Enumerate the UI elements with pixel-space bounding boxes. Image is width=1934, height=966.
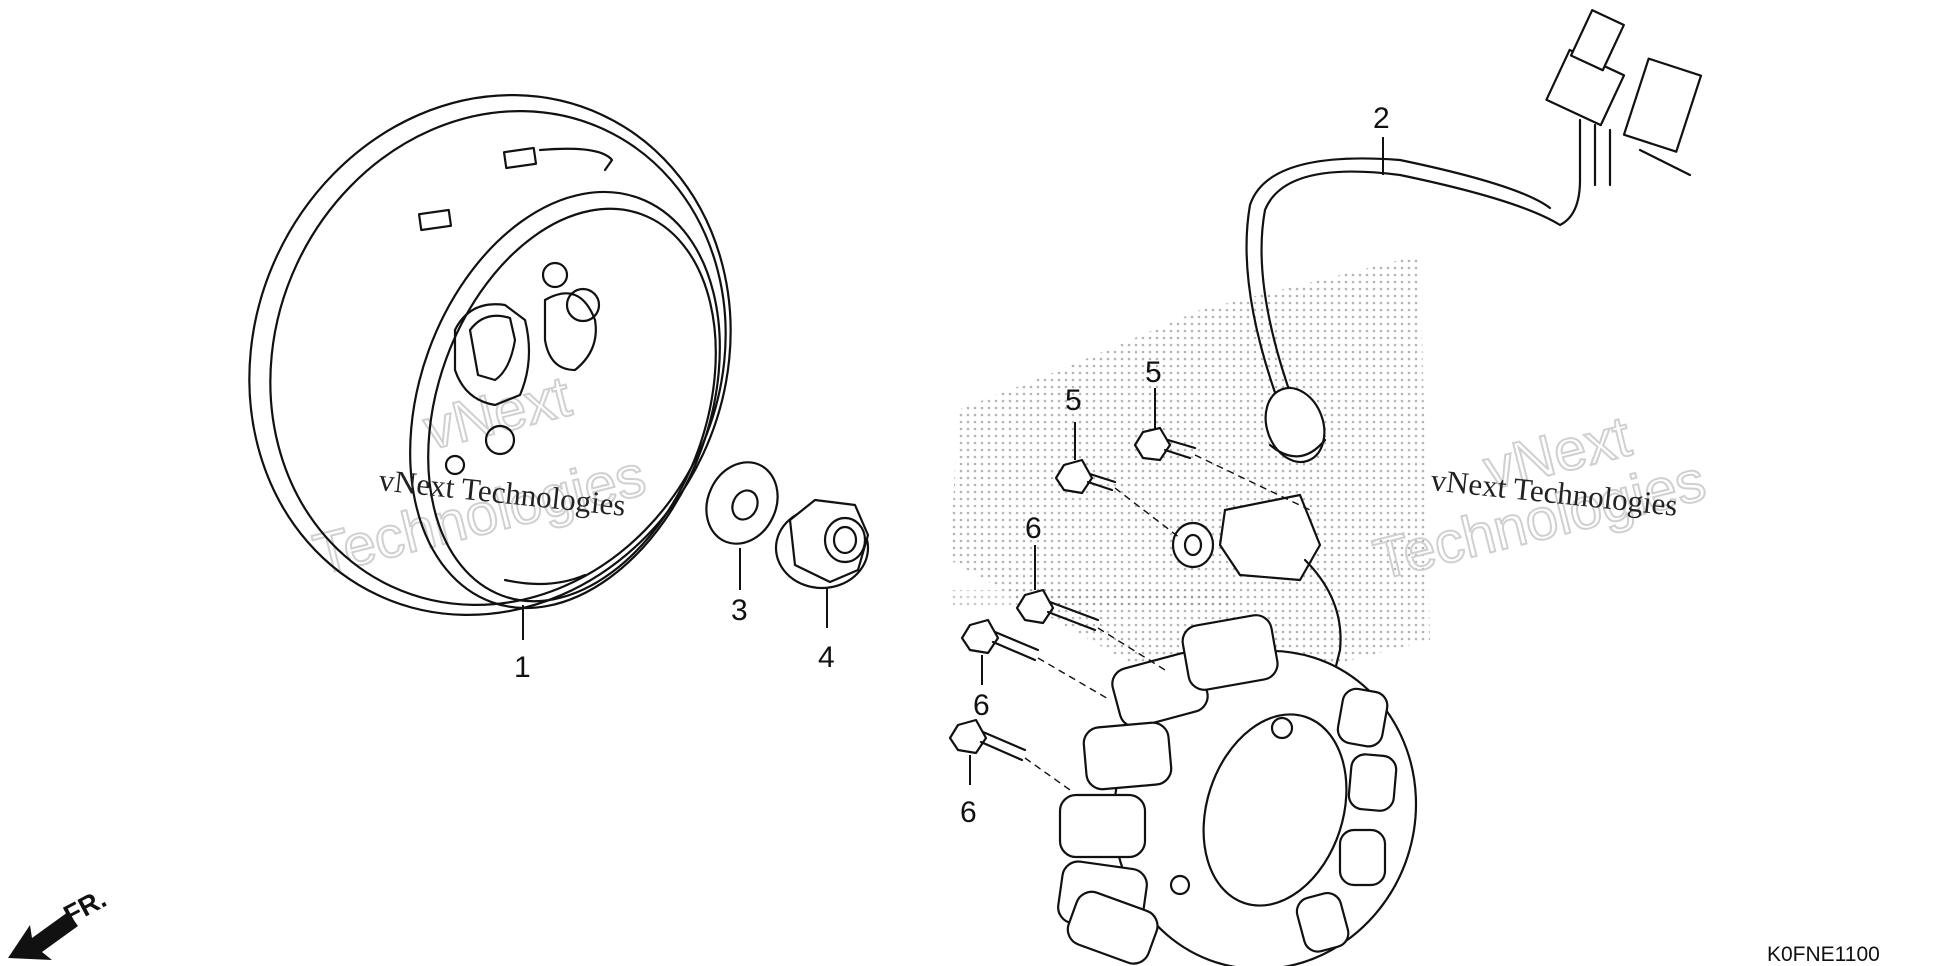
washer xyxy=(705,461,779,545)
diagram-code: K0FNE1100 xyxy=(1767,943,1880,966)
bolt-5-upper xyxy=(1133,426,1311,511)
callout-4: 4 xyxy=(818,588,835,674)
svg-text:6: 6 xyxy=(1025,512,1042,545)
svg-text:1: 1 xyxy=(514,651,531,684)
bolt-5-lower xyxy=(1054,458,1181,539)
svg-text:5: 5 xyxy=(1065,384,1082,417)
callout-5-upper: 5 xyxy=(1145,356,1162,430)
bolt-6-c xyxy=(948,718,1071,791)
svg-text:6: 6 xyxy=(960,796,977,829)
flywheel-rotor xyxy=(248,94,732,616)
front-direction-arrow-icon xyxy=(8,912,78,960)
stator-assembly xyxy=(1057,9,1703,966)
bolt-6-b xyxy=(960,618,1111,701)
svg-text:6: 6 xyxy=(973,689,990,722)
bolt-6-a xyxy=(1015,588,1166,671)
callout-6-b: 6 xyxy=(973,655,990,722)
stator-coils xyxy=(1057,614,1398,965)
callout-6-c: 6 xyxy=(960,755,977,829)
callout-3: 3 xyxy=(731,548,748,627)
callout-2: 2 xyxy=(1373,102,1390,175)
halftone-shading xyxy=(950,255,1430,700)
callout-1: 1 xyxy=(514,605,531,684)
front-direction-indicator: FR. xyxy=(8,883,111,960)
callout-5-lower: 5 xyxy=(1065,384,1082,460)
flange-nut xyxy=(774,498,870,590)
svg-text:3: 3 xyxy=(731,594,748,627)
callout-6-a: 6 xyxy=(1025,512,1042,590)
svg-text:4: 4 xyxy=(818,641,835,674)
svg-text:2: 2 xyxy=(1373,102,1390,135)
svg-text:5: 5 xyxy=(1145,356,1162,389)
